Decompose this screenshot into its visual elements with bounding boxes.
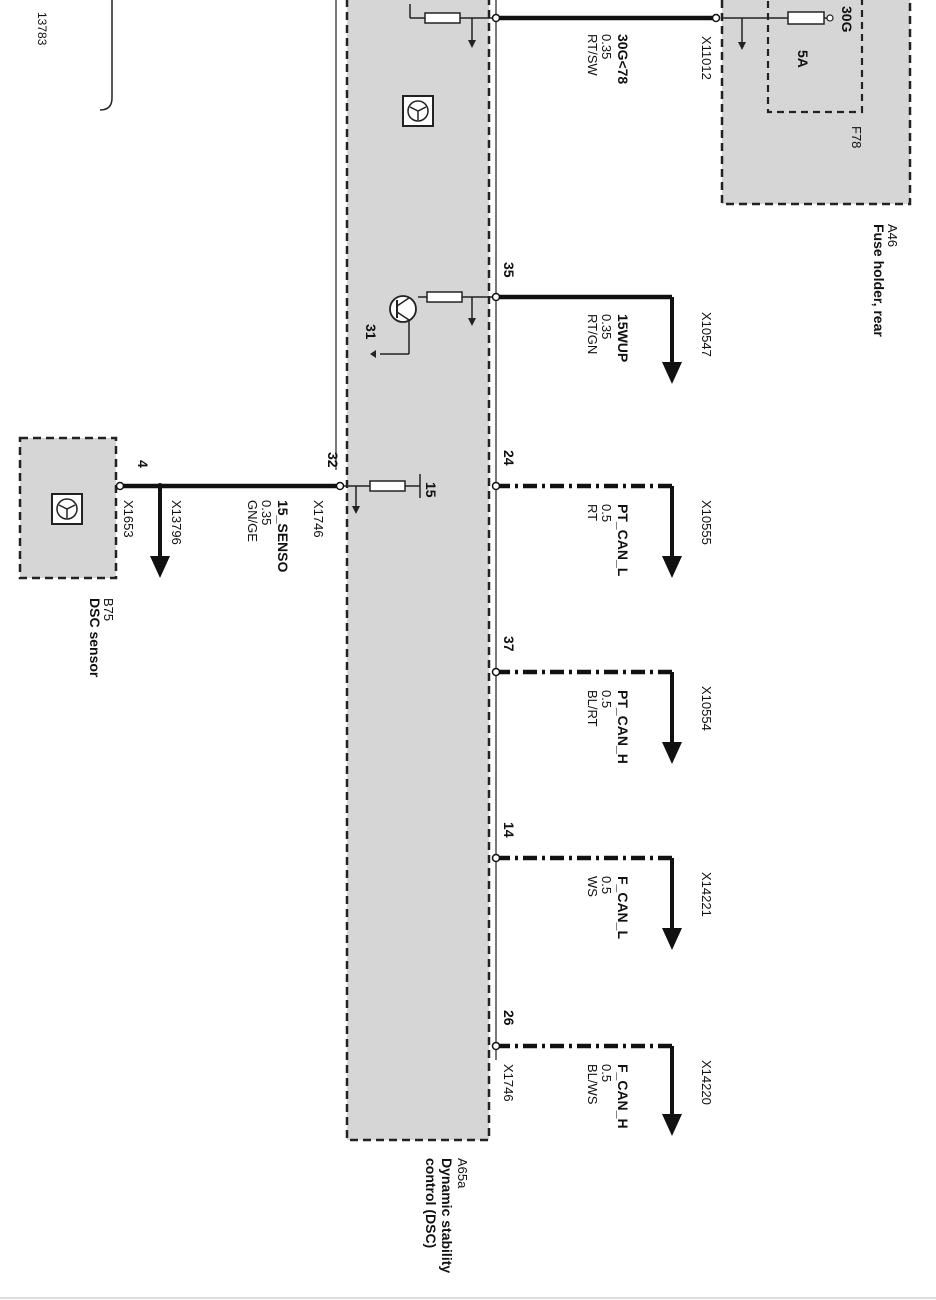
- wire-f-can-h-size: 0.5: [599, 1064, 614, 1082]
- wire-f-can-l-signal: F_CAN_L: [615, 876, 631, 939]
- wire-30g-color: RT/SW: [585, 34, 600, 76]
- ground-31-label: 31: [363, 324, 379, 340]
- internal-transistor: [370, 291, 494, 358]
- wire-f-can-h: [491, 1041, 682, 1136]
- sheet-number: 13783: [35, 12, 49, 46]
- wire-15wup: [491, 292, 682, 384]
- wire-f-can-h-signal: F_CAN_H: [615, 1064, 631, 1129]
- wire-pt-can-h-pin: 37: [501, 636, 517, 652]
- fuse-f78-box: [766, 0, 864, 114]
- wire-pt-can-l-color: RT: [585, 504, 600, 521]
- dsc-name-line1: Dynamic stability: [439, 1158, 455, 1273]
- supply-15-label: 15: [423, 482, 439, 498]
- fuse-rating-label: 5A: [795, 50, 811, 68]
- sensor-connector: X1653: [121, 500, 136, 538]
- wire-pt-can-h-color: BL/RT: [585, 690, 600, 727]
- internal-resistor-32: [342, 474, 421, 514]
- internal-resistor-top: [409, 4, 494, 48]
- sensor-wire-size: 0.35: [259, 500, 274, 525]
- wire-pt-can-l-pin: 24: [501, 450, 517, 466]
- wire-15wup-dest: X10547: [699, 312, 714, 357]
- wire-pt-can-l-size: 0.5: [599, 504, 614, 522]
- wire-f-can-l-dest: X14221: [699, 872, 714, 917]
- wire-pt-can-l-dest: X10555: [699, 500, 714, 545]
- sheet-bracket: [99, 0, 113, 111]
- wire-pt-can-l-signal: PT_CAN_L: [615, 504, 631, 577]
- sensor-icon: [51, 493, 83, 525]
- dsc-module-icon: [402, 95, 434, 127]
- dsc-name-line2: control (DSC): [423, 1158, 439, 1248]
- wire-15wup-size: 0.35: [599, 314, 614, 339]
- wire-30g: [491, 13, 721, 23]
- wire-f-can-h-color: BL/WS: [585, 1064, 600, 1105]
- sensor-id: B75: [101, 598, 116, 621]
- fuse-terminal-label: 30G: [839, 6, 855, 33]
- wire-pt-can-h-dest: X10554: [699, 686, 714, 731]
- wire-30g-signal: 30G<78: [615, 34, 631, 84]
- sensor-wire: [115, 481, 345, 578]
- sensor-pin-sensor: 4: [135, 460, 151, 468]
- wire-pt-can-l: [491, 481, 682, 578]
- wire-f-can-l-color: WS: [585, 876, 600, 897]
- fuse-holder-name: Fuse holder, rear: [871, 224, 887, 337]
- wire-15wup-color: RT/GN: [585, 314, 600, 354]
- wire-f-can-l-size: 0.5: [599, 876, 614, 894]
- wire-f-can-l-pin: 14: [501, 822, 517, 838]
- fuse-id-label: F78: [849, 126, 864, 148]
- wire-pt-can-h: [491, 667, 682, 764]
- wire-pt-can-h-signal: PT_CAN_H: [615, 690, 631, 764]
- fuse-symbol: [722, 11, 834, 50]
- wire-30g-size: 0.35: [599, 34, 614, 59]
- wire-pt-can-h-size: 0.5: [599, 690, 614, 708]
- dsc-right-connector: X1746: [501, 1064, 516, 1102]
- fuse-side-connector: X11012: [699, 36, 714, 80]
- fuse-holder-id: A46: [885, 224, 900, 247]
- dsc-id: A65a: [455, 1158, 470, 1189]
- sensor-branch-connector: X13796: [169, 500, 184, 545]
- sensor-wire-signal: 15_SENSO: [275, 500, 291, 572]
- dsc-left-connector: X1746: [311, 500, 326, 538]
- dsc-module-box: [345, 0, 491, 1142]
- wire-15wup-signal: 15WUP: [615, 314, 631, 362]
- wire-f-can-h-pin: 26: [501, 1010, 517, 1026]
- sensor-wire-color: GN/GE: [245, 500, 260, 542]
- sensor-pin-dsc: 32: [325, 452, 341, 468]
- sensor-name: DSC sensor: [87, 598, 103, 678]
- wire-f-can-h-dest: X14220: [699, 1060, 714, 1105]
- wire-f-can-l: [491, 853, 682, 950]
- fuse-holder-box: [720, 0, 912, 206]
- wire-15wup-pin: 35: [501, 262, 517, 278]
